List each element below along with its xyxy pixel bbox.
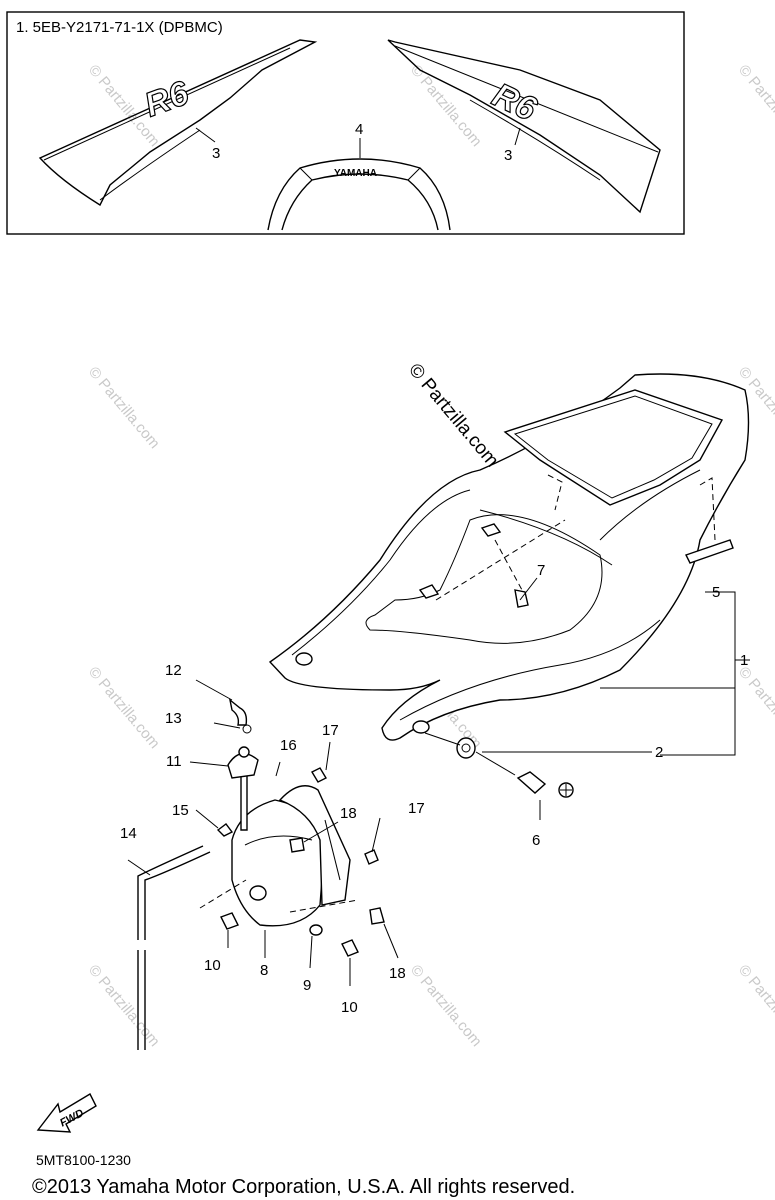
leader-3b (514, 127, 521, 146)
clip-parts: 7 (418, 519, 566, 608)
right-side-decal: R6 (387, 39, 661, 214)
callout-3: 3 (504, 147, 512, 164)
callout-4: 4 (355, 121, 363, 138)
callout-18: 18 (389, 965, 406, 982)
watermark: © Partzilla.com (85, 962, 163, 1050)
callout-12: 12 (165, 662, 182, 679)
tank-assembly (127, 679, 399, 1050)
callout-7: 7 (537, 562, 545, 579)
callout-6: 6 (532, 832, 540, 849)
callout-18: 18 (340, 805, 357, 822)
callout-2: 2 (655, 744, 663, 761)
decal-inset: 1. 5EB-Y2171-71-1X (DPBMC) R6 R6 YAMAHA … (6, 11, 685, 235)
rear-cowling (268, 373, 750, 741)
diagram-code: 5MT8100-1230 (36, 1152, 131, 1168)
callout-5: 5 (712, 584, 720, 601)
rear-emblem: YAMAHA (267, 158, 451, 231)
watermark: © Partzilla.com (735, 962, 775, 1050)
callout-17: 17 (408, 800, 425, 817)
callout-8: 8 (260, 962, 268, 979)
pad-5: 5 1 (600, 539, 750, 756)
inset-title: 1. 5EB-Y2171-71-1X (DPBMC) (16, 19, 223, 36)
inset-frame (6, 11, 685, 235)
callout-16: 16 (280, 737, 297, 754)
callout-15: 15 (172, 802, 189, 819)
r6-logo-left: R6 (140, 74, 195, 125)
copyright-notice: ©2013 Yamaha Motor Corporation, U.S.A. A… (32, 1176, 575, 1198)
r6-logo-right: R6 (487, 76, 543, 129)
watermark: © Partzilla.com (85, 364, 163, 452)
callout-10: 10 (341, 999, 358, 1016)
watermark: © Partzilla.com (735, 62, 775, 150)
callout-9: 9 (303, 977, 311, 994)
callout-11: 11 (166, 753, 182, 770)
callout-10: 10 (204, 957, 221, 974)
watermark: © Partzilla.com (407, 62, 485, 150)
watermark-main: © Partzilla.com (404, 360, 502, 472)
callout-17: 17 (322, 722, 339, 739)
callout-13: 13 (165, 710, 182, 727)
watermark: © Partzilla.com (407, 962, 485, 1050)
left-side-decal: R6 (38, 39, 318, 207)
leader-11 (189, 761, 229, 767)
leader-3a (195, 127, 216, 143)
yamaha-emblem-text: YAMAHA (334, 168, 377, 179)
callout-14: 14 (120, 825, 137, 842)
callout-3: 3 (212, 145, 220, 162)
fwd-arrow-icon: FWD (36, 1093, 97, 1133)
grommet-and-bolt: 2 6 (424, 732, 663, 849)
watermark: © Partzilla.com (735, 664, 775, 752)
watermark: © Partzilla.com (85, 664, 163, 752)
